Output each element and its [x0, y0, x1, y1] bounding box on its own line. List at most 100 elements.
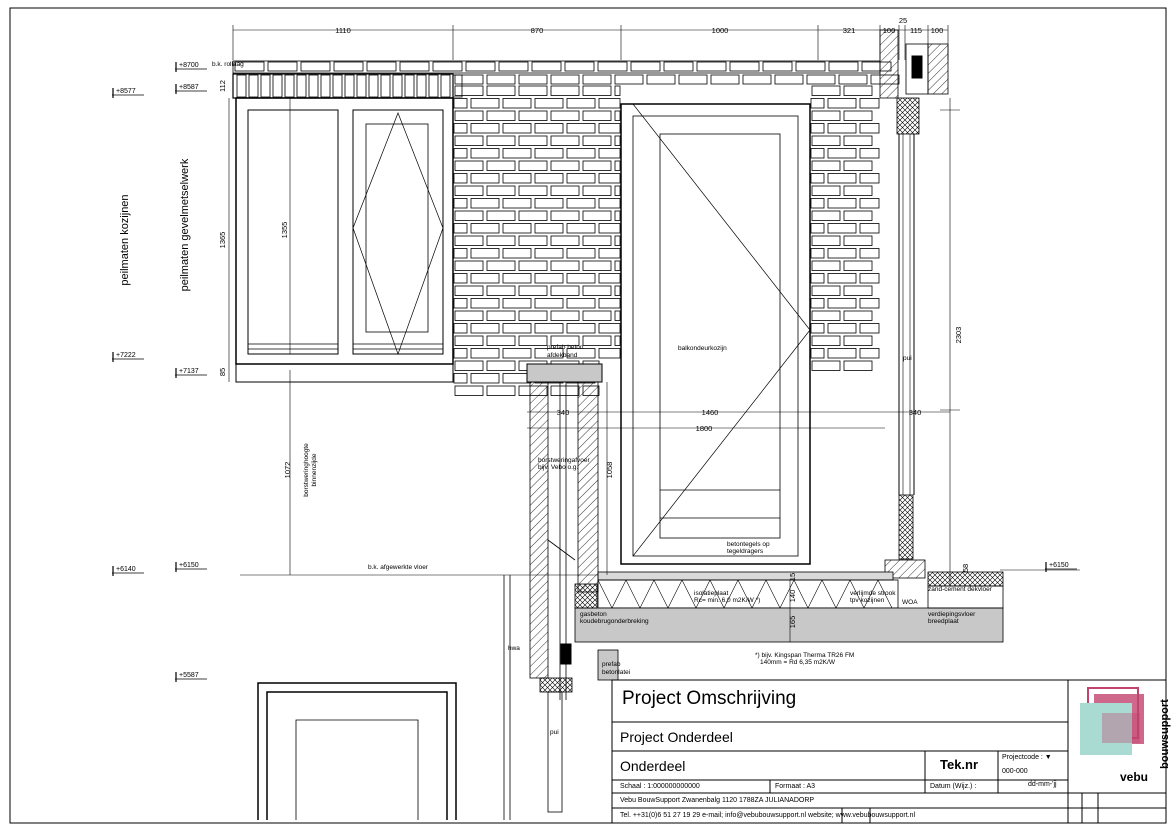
note-isolatieplaat: isolatieplaat — [694, 590, 729, 597]
brick-wall — [453, 85, 880, 396]
note-rc: Rc= min. 6,0 m2K/W *) — [694, 597, 760, 604]
note-verdiepingsvloer: verdiepingsvloer — [928, 611, 976, 618]
note-tpv: tpv kozijnen — [850, 597, 885, 604]
note-borstweringafvoer: borstweringafvoer — [538, 457, 590, 464]
note-verlijmde: verlijmde strook — [850, 590, 896, 597]
dim-321: 321 — [843, 26, 856, 35]
note-pui-bottom: pui — [550, 729, 559, 736]
level-marker: +8577 — [112, 88, 144, 98]
note-balkondeurkozijn: balkondeurkozijn — [678, 345, 727, 352]
dim-340-left: 340 — [557, 408, 570, 417]
level-marker: +8700 — [175, 62, 207, 72]
level-label: +8577 — [116, 88, 136, 95]
format-field: Formaat : A3 — [775, 783, 816, 790]
dim-1460: 1460 — [702, 408, 719, 417]
note-koudebrug: koudebrugonderbreking — [580, 618, 649, 625]
dim-140: 140 — [788, 590, 797, 603]
annotations: b.k. rollaag prefab beton afdekband balk… — [212, 61, 993, 736]
level-markers: +8700 +8587 +8577 +7222 +7137 +6140 +6150 +6150… — [112, 62, 1077, 682]
company-contact: Tel. ++31(0)6 51 27 19 29 e-mail; info@v… — [620, 812, 916, 819]
dim-1000: 1000 — [712, 26, 729, 35]
balcony-door-frame — [620, 103, 811, 565]
window-frame — [235, 97, 454, 383]
dim-1365: 1365 — [218, 232, 227, 249]
dim-870: 870 — [531, 26, 544, 35]
lower-window-outline — [257, 682, 457, 820]
date-value: dd-mm-'jj — [1028, 781, 1057, 788]
project-title: Project Omschrijving — [622, 688, 797, 709]
tek-nr-label: Tek.nr — [940, 757, 979, 772]
vebu-logo — [1080, 687, 1144, 755]
title-block — [611, 679, 1167, 824]
dim-1058: 1058 — [605, 462, 614, 479]
date-field: Datum (Wijz.) : — [930, 783, 977, 790]
level-label: +6150 — [1049, 562, 1069, 569]
dim-25: 25 — [899, 16, 907, 25]
level-label: +5587 — [179, 672, 199, 679]
scale-field: Schaal : 1:000000000000 — [620, 783, 700, 790]
floor-level-lines — [228, 98, 1080, 642]
note-kingspan-2: 140mm = Rd 6,35 m2K/W — [760, 659, 836, 666]
level-label: +7222 — [116, 352, 136, 359]
note-woa: WOA — [902, 599, 918, 606]
project-part: Project Onderdeel — [620, 729, 733, 745]
sheet-border — [9, 7, 1167, 824]
rollaag-bricks — [234, 61, 900, 98]
dim-2303: 2303 — [954, 327, 963, 344]
dim-85: 85 — [218, 368, 227, 376]
note-borstweringhoogte: borstweringhoogte — [303, 443, 310, 497]
projectcode-label: Projectcode : ▼ — [1002, 754, 1052, 761]
level-marker: +7137 — [175, 368, 207, 378]
level-marker: +7222 — [112, 352, 144, 362]
note-betonlatei: betonlatei — [602, 669, 630, 676]
note-tegeldragers: tegeldragers — [727, 548, 764, 555]
level-label: +8700 — [179, 62, 199, 69]
note-pui-right: pui — [903, 355, 912, 362]
logo-bouwsupport-text: bouwsupport — [1159, 699, 1171, 769]
label-peilmaten-kozijnen: peilmaten kozijnen — [119, 194, 131, 285]
level-marker: +6140 — [112, 566, 144, 576]
dim-115: 115 — [910, 26, 922, 35]
note-vebo: bijv. Vebo o.g. — [538, 464, 579, 471]
logo-vebu-text: vebu — [1120, 770, 1149, 784]
note-gasbeton: gasbeton — [580, 611, 607, 618]
dim-340-right: 340 — [909, 408, 922, 417]
dim-100b: 100 — [931, 26, 944, 35]
dim-1355: 1355 — [280, 222, 289, 239]
projectcode-value: 000-000 — [1002, 768, 1028, 775]
note-afdekband: afdekband — [547, 352, 578, 359]
dim-15: 15 — [788, 573, 797, 581]
part-label: Onderdeel — [620, 758, 686, 774]
note-betontegels: betontegels op — [727, 541, 770, 548]
note-breedplaat: breedplaat — [928, 618, 959, 625]
level-marker: +5587 — [175, 672, 207, 682]
dim-100a: 100 — [883, 26, 896, 35]
note-binnenzijde: binnenzijde — [311, 453, 318, 486]
note-afgewerkte-vloer: b.k. afgewerkte vloer — [368, 564, 429, 571]
cavity-wall-right — [879, 29, 960, 585]
dim-1072: 1072 — [283, 462, 292, 479]
level-label: +6140 — [116, 566, 136, 573]
level-label: +7137 — [179, 368, 199, 375]
lower-wall-left — [503, 363, 619, 820]
company-address: Vebu BouwSupport Zwanenbalg 1120 1788ZA … — [620, 797, 815, 804]
dim-165: 165 — [788, 616, 797, 629]
note-prefab: prefab — [602, 661, 621, 668]
dim-112: 112 — [218, 80, 227, 92]
level-label: +6150 — [179, 562, 199, 569]
side-labels: peilmaten kozijnen peilmaten gevelmetsel… — [119, 158, 191, 291]
balcony-floor — [574, 571, 1004, 643]
note-kingspan-1: *) bijv. Kingspan Therma TR26 FM — [755, 652, 854, 659]
note-bk-rollaag: b.k. rollaag — [212, 61, 244, 68]
dim-58: 58 — [961, 564, 970, 572]
dim-1110: 1110 — [335, 26, 351, 35]
label-peilmaten-gevel: peilmaten gevelmetselwerk — [179, 158, 191, 291]
level-label: +8587 — [179, 84, 199, 91]
level-marker: +8587 — [175, 84, 207, 94]
dimension-labels: 1110 870 1000 321 100 25 115 100 1365 13… — [218, 16, 970, 628]
note-hwa: hwa — [508, 645, 520, 652]
note-zand-cement: zand-cement dekvloer — [928, 586, 993, 593]
dim-1800: 1800 — [696, 424, 713, 433]
level-marker: +6150 — [175, 562, 207, 572]
